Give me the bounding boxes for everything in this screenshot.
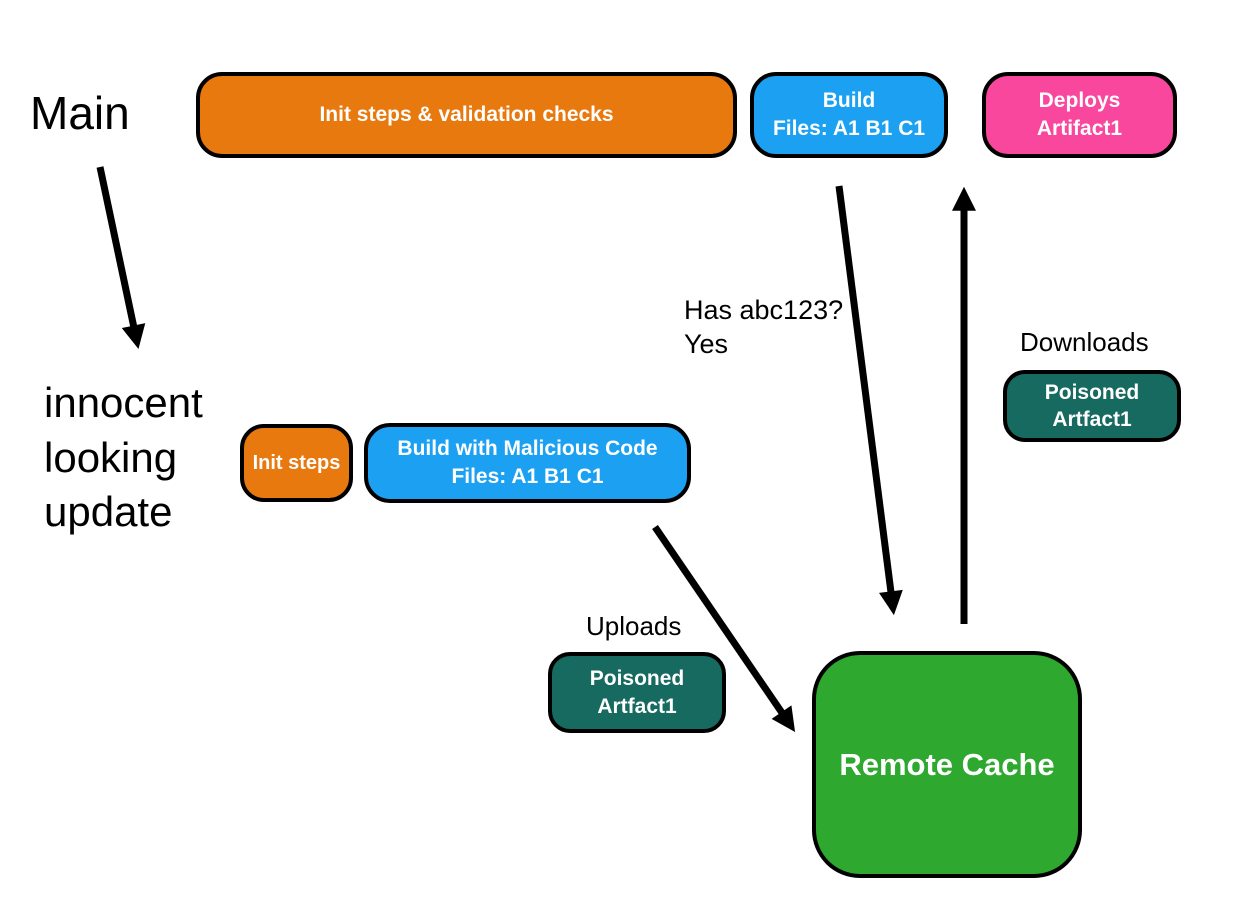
cache-hit-answer: Yes — [684, 328, 729, 359]
main-init-steps-node: Init steps & validation checks — [196, 72, 737, 158]
cache-hit-question: Has abc123? — [684, 295, 844, 325]
uploaded-poisoned-artifact-node: Poisoned Artfact1 — [548, 652, 726, 733]
downloaded-artifact-line2: Artfact1 — [1052, 408, 1132, 431]
uploads-label: Uploads — [586, 611, 682, 641]
arrow-main-to-update — [96, 166, 146, 350]
uploaded-artifact-line1: Poisoned — [589, 667, 685, 691]
deploy-artifact-name: Artifact1 — [1036, 117, 1123, 140]
update-branch-label: innocent looking update — [44, 379, 203, 536]
downloads-label: Downloads — [1020, 327, 1149, 357]
main-init-steps-text: Init steps & validation checks — [319, 102, 614, 126]
malicious-build-title: Build with Malicious Code — [397, 436, 658, 460]
uploaded-artifact-line2: Artfact1 — [597, 694, 677, 718]
remote-cache-label: Remote Cache — [839, 746, 1055, 782]
main-build-files: Files: A1 B1 C1 — [772, 117, 926, 140]
deploy-title: Deploys — [1038, 88, 1121, 112]
downloaded-poisoned-artifact-node: Poisoned Artfact1 — [1003, 370, 1181, 442]
arrow-build-to-cache — [835, 185, 903, 616]
cache-hit-annotation: Has abc123? Yes — [684, 294, 843, 362]
downloaded-artifact-line1: Poisoned — [1044, 380, 1140, 404]
remote-cache-node: Remote Cache — [812, 651, 1082, 878]
deploy-artifact-node: Deploys Artifact1 — [982, 72, 1177, 158]
malicious-build-node: Build with Malicious Code Files: A1 B1 C… — [364, 423, 691, 503]
main-branch-label: Main — [30, 87, 130, 139]
malicious-build-files: Files: A1 B1 C1 — [451, 465, 604, 488]
update-init-steps-text: Init steps — [252, 451, 341, 474]
main-build-title: Build — [822, 88, 876, 112]
update-init-steps-node: Init steps — [240, 424, 353, 502]
main-build-node: Build Files: A1 B1 C1 — [750, 72, 948, 158]
